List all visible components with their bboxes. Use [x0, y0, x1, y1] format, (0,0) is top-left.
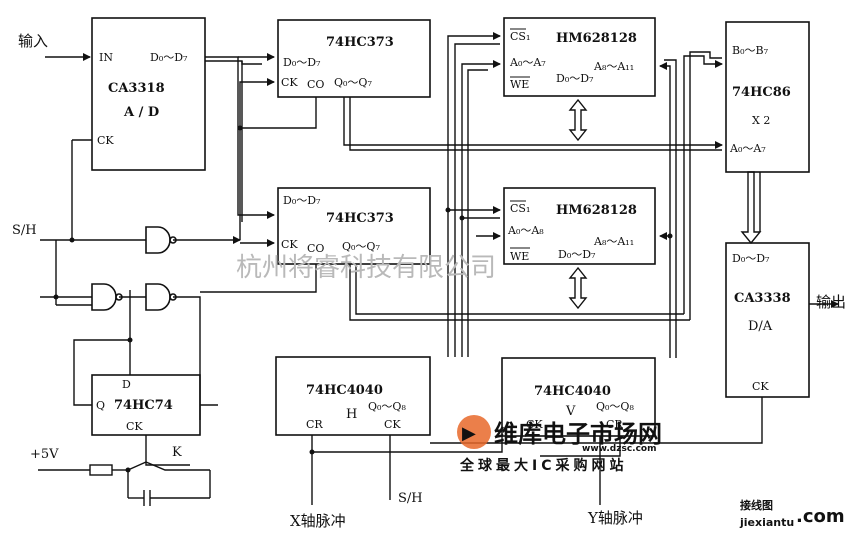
junction-dots [53, 125, 673, 473]
ff-ck-pin: CK [126, 420, 143, 433]
adc-out-pin: D₀～D₇ [150, 51, 188, 64]
ram2-d-pin: D₀～D₇ [558, 248, 596, 261]
ram1-chip [503, 17, 656, 97]
latch1-co-pin: CO [307, 78, 324, 91]
input-label: 输入 [18, 32, 48, 50]
dzsc-site-name: 维库电子市场网 [494, 420, 662, 448]
jiexian-dotcom: .com [796, 506, 845, 527]
ram1-name: HM628128 [556, 31, 637, 46]
ram1-a2-pin: A₈～A₁₁ [593, 60, 634, 73]
cnt-v-ck-pin: CK [526, 418, 543, 431]
latch1-d-pin: D₀～D₇ [283, 56, 321, 69]
dac-sub: D/A [748, 319, 773, 334]
latch2-name: 74HC373 [326, 211, 394, 226]
sh-bottom-label: S/H [398, 491, 423, 506]
company-watermark: 杭州将睿科技有限公司 [236, 253, 496, 283]
adc-chip [91, 17, 206, 171]
xor-x-label: X 2 [752, 114, 770, 127]
ff-name: 74HC74 [114, 398, 173, 413]
y-pulse-label: Y轴脉冲 [587, 509, 643, 527]
ram2-cs-pin: CS₁ [510, 202, 530, 215]
cnt-v-q-pin: Q₀～Q₈ [596, 400, 634, 413]
latch1-ck-pin: CK [281, 76, 298, 89]
ram1-d-pin: D₀～D₇ [556, 72, 594, 85]
dzsc-logo: ▶ [457, 415, 491, 449]
cnt-h-cr-pin: CR [306, 418, 323, 431]
dac-d-pin: D₀～D₇ [732, 252, 770, 265]
jiexian-url: jiexiantu [739, 516, 794, 529]
ram2-a2-pin: A₈～A₁₁ [593, 235, 634, 248]
dzsc-url: www.dzsc.com [582, 444, 656, 454]
ram1-we-pin: WE [510, 78, 529, 91]
ram2-chip [503, 187, 656, 265]
xor-name: 74HC86 [732, 85, 791, 100]
cnt-h-sub: H [346, 407, 357, 422]
output-label: 输出 [816, 293, 846, 311]
cnt-v-name: 74HC4040 [534, 384, 611, 399]
latch1-chip [277, 19, 431, 98]
nand-gate-1 [145, 226, 177, 254]
dac-chip [725, 242, 810, 398]
dac-ck-pin: CK [752, 380, 769, 393]
adc-sub: A / D [123, 105, 159, 120]
jiexian-logo-text: 接线图 [740, 498, 773, 512]
latch2-q-pin: Q₀～Q₇ [342, 240, 380, 253]
nand-gate-2 [91, 283, 123, 311]
cnt-h-q-pin: Q₀～Q₈ [368, 400, 406, 413]
vcc-label: +5V [30, 447, 59, 462]
latch2-d-pin: D₀～D₇ [283, 194, 321, 207]
ram1-cs-pin: CS₁ [510, 30, 530, 43]
latch1-q-pin: Q₀～Q₇ [334, 76, 372, 89]
cnt-v-chip [501, 357, 656, 437]
latch2-ck-pin: CK [281, 238, 298, 251]
nand-gate-3 [145, 283, 177, 311]
xor-a-pin: A₀～A₇ [729, 142, 766, 155]
cnt-v-sub: V [565, 404, 576, 419]
dzsc-slogan: 全球最大IC采购网站 [459, 457, 627, 474]
x-pulse-label: X轴脉冲 [290, 512, 346, 530]
xor-b-pin: B₀～B₇ [732, 44, 769, 57]
sh-label: S/H [12, 223, 37, 238]
svg-text:▶: ▶ [462, 423, 476, 444]
switch-label: K [172, 445, 182, 460]
ff-q-pin: Q [96, 399, 105, 412]
dac-name: CA3338 [734, 291, 791, 306]
adc-name: CA3318 [108, 81, 165, 96]
adc-in-pin: IN [99, 51, 113, 64]
ram2-we-pin: WE [510, 250, 529, 263]
ram1-a-pin: A₀～A₇ [509, 56, 546, 69]
latch1-name: 74HC373 [326, 35, 394, 50]
latch2-co-pin: CO [307, 242, 324, 255]
cnt-h-chip [275, 356, 431, 436]
ram2-a-pin: A₀～A₈ [507, 224, 544, 237]
cnt-v-cr-pin: CR [606, 418, 623, 431]
cnt-h-name: 74HC4040 [306, 383, 383, 398]
latch2-chip [277, 187, 431, 265]
adc-ck-pin: CK [97, 134, 114, 147]
xor-chip [725, 21, 810, 173]
ram2-name: HM628128 [556, 203, 637, 218]
ff-d-pin: D [122, 378, 131, 391]
cnt-h-ck-pin: CK [384, 418, 401, 431]
